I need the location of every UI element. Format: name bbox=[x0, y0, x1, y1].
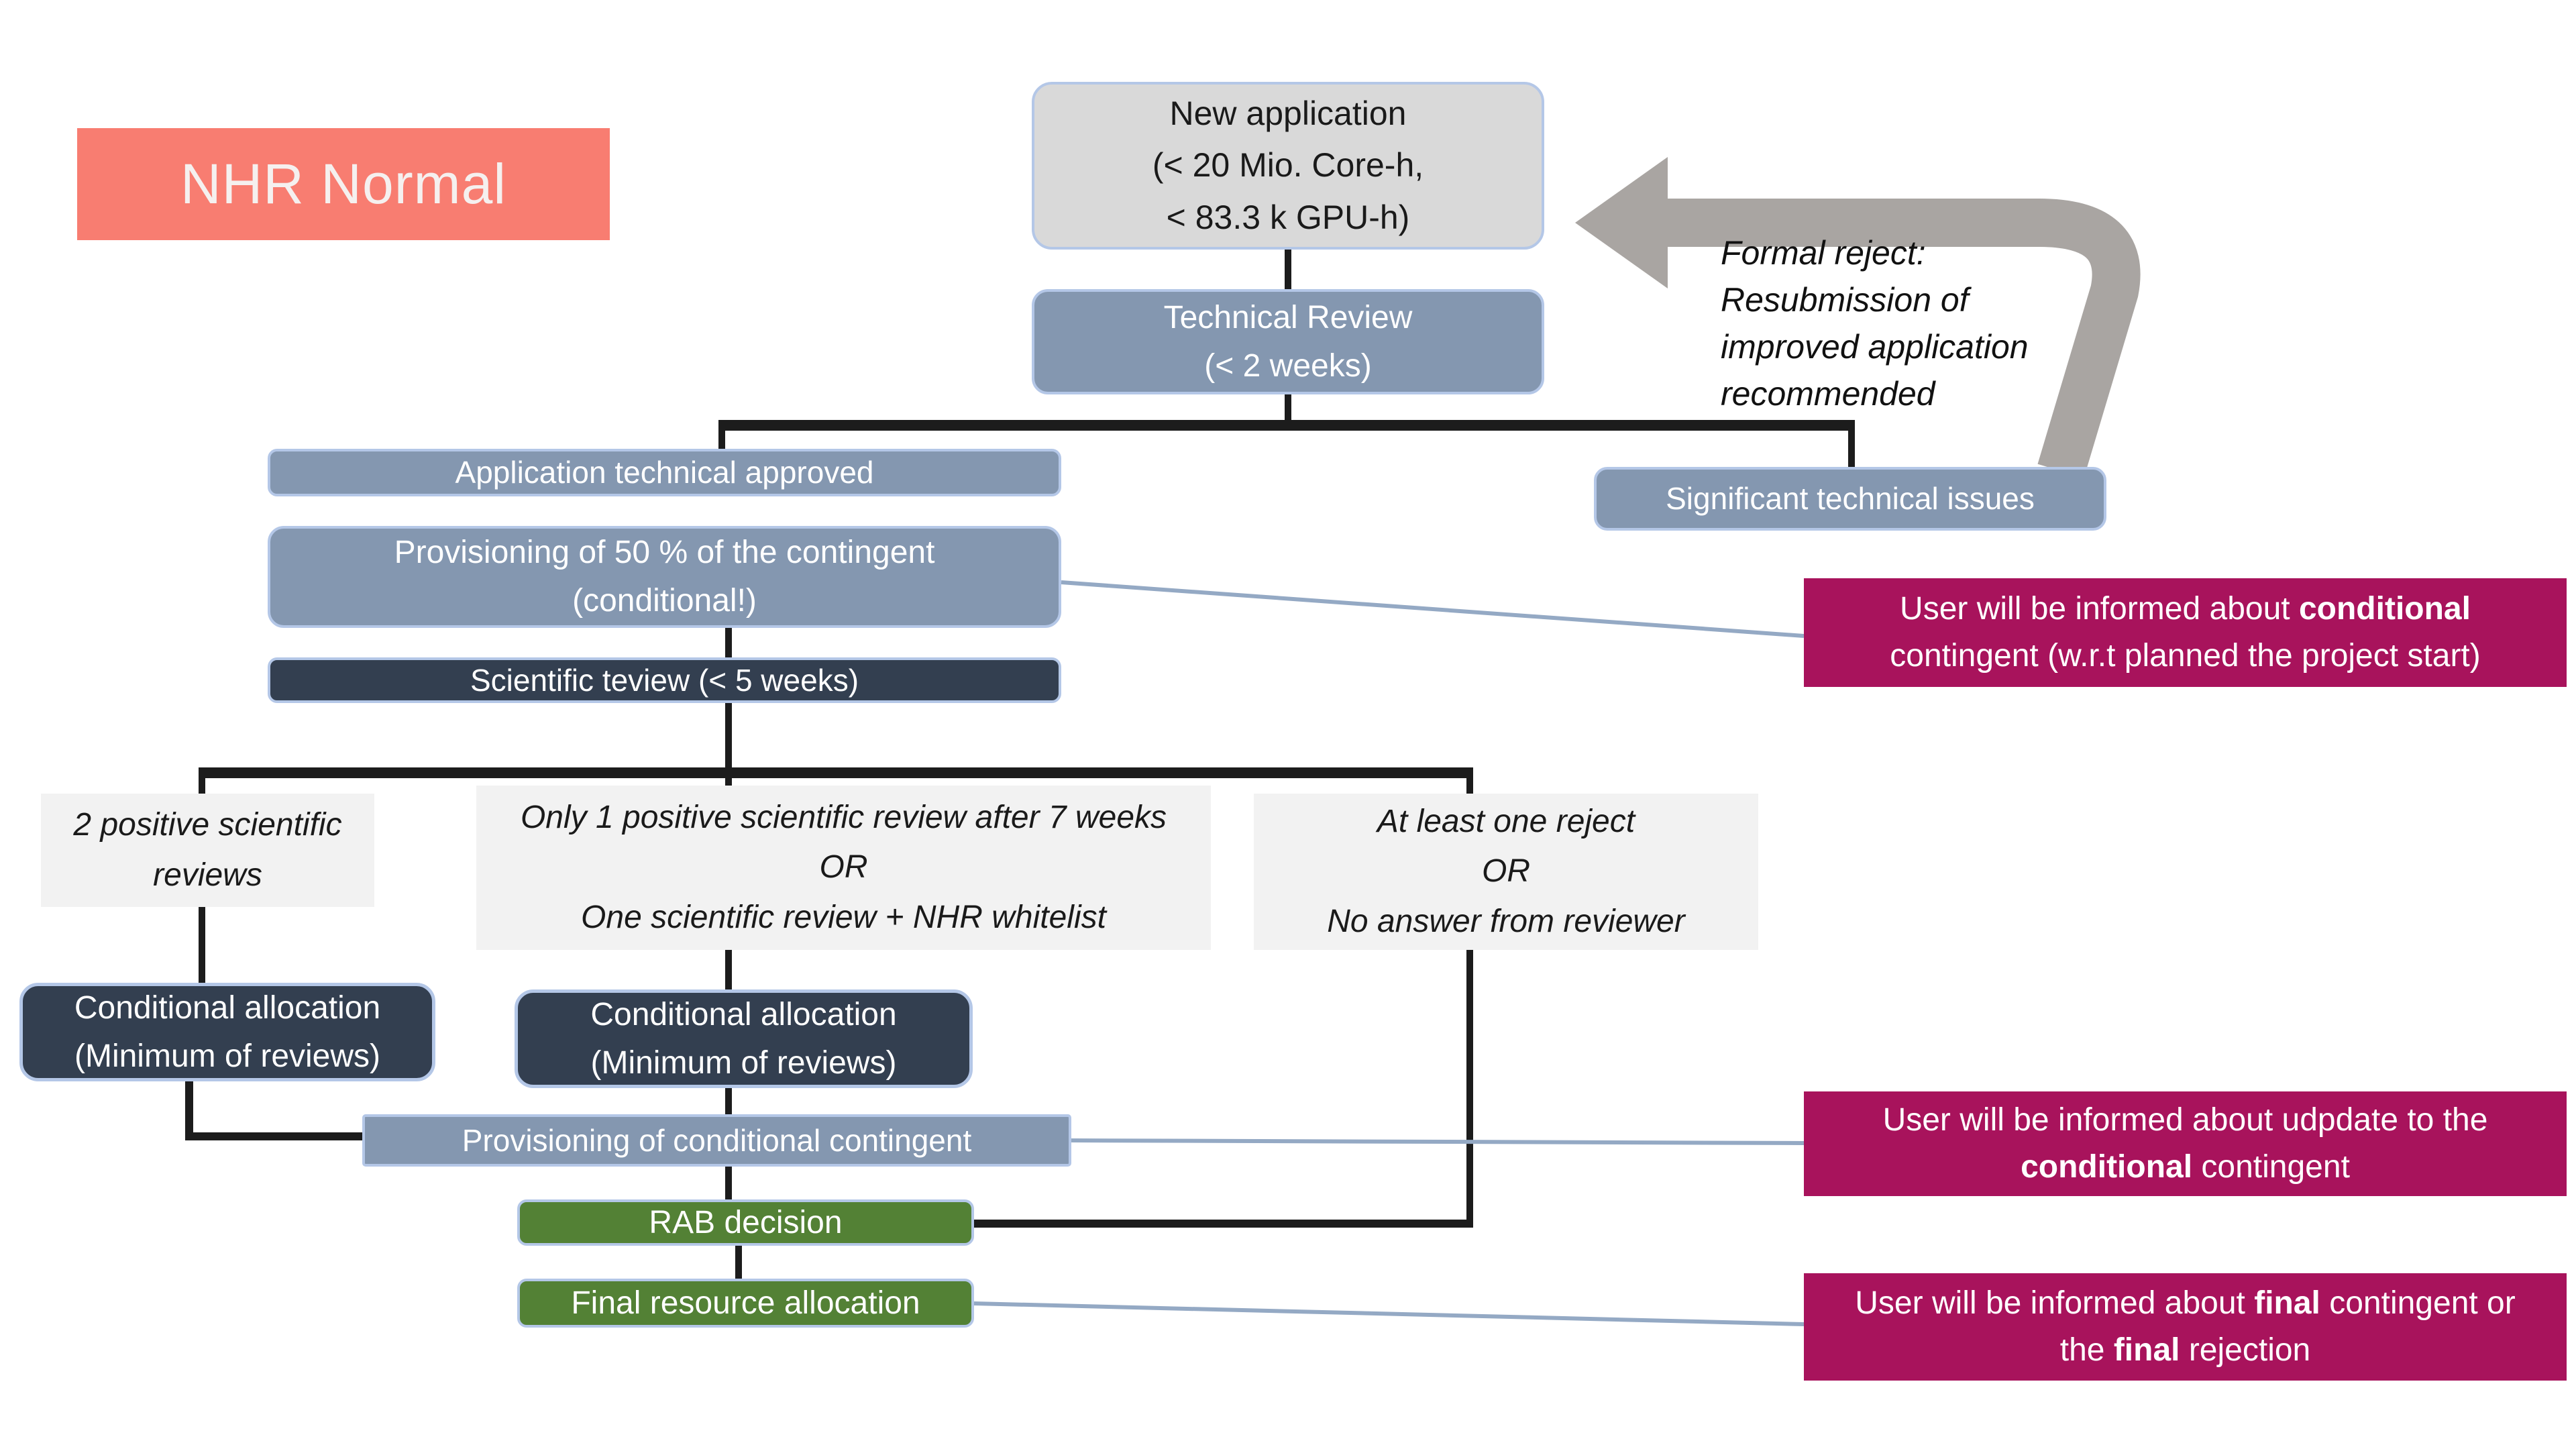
node-significant-technical-issues: Significant technical issues bbox=[1594, 467, 2106, 531]
info-final-contingent: User will be informed about final contin… bbox=[1804, 1273, 2567, 1381]
connector-condleft-to-allocleft bbox=[199, 907, 205, 985]
connector-allocleft-elbow-v bbox=[185, 1081, 193, 1140]
connector-scientific-down bbox=[725, 703, 732, 788]
connector-condright-to-rab bbox=[974, 1220, 1473, 1228]
connector-branch1 bbox=[718, 420, 1855, 431]
node-conditional-allocation-mid: Conditional allocation(Minimum of review… bbox=[515, 989, 973, 1088]
node-application-technical-approved: Application technical approved bbox=[268, 449, 1061, 496]
node-provisioning-conditional-contingent: Provisioning of conditional contingent bbox=[362, 1114, 1071, 1167]
connector-prov50-to-scientific bbox=[725, 628, 732, 660]
connector-provcond-to-rab bbox=[725, 1167, 732, 1201]
connector-newapp-to-techreview bbox=[1285, 250, 1291, 291]
connector-condright-down bbox=[1466, 950, 1473, 1228]
connector-drop-cond-left bbox=[199, 775, 205, 796]
formal-reject-return-arrowhead-icon bbox=[1575, 157, 1668, 288]
node-scientific-review: Scientific teview (< 5 weeks) bbox=[268, 657, 1061, 703]
slide-title: NHR Normal bbox=[77, 128, 610, 240]
node-rab-decision: RAB decision bbox=[517, 1199, 974, 1246]
info-update-conditional-contingent: User will be informed about udpdate to t… bbox=[1804, 1091, 2567, 1196]
connector-rab-to-final bbox=[735, 1246, 742, 1281]
connector-drop-approved bbox=[718, 427, 725, 451]
connector-branch2 bbox=[199, 767, 1473, 778]
connector-prov50-to-info1 bbox=[1061, 580, 1805, 638]
node-technical-review: Technical Review(< 2 weeks) bbox=[1032, 289, 1544, 394]
node-conditional-allocation-left: Conditional allocation(Minimum of review… bbox=[19, 983, 435, 1081]
connector-allocleft-elbow-h bbox=[185, 1132, 365, 1140]
connector-final-to-info3 bbox=[973, 1301, 1805, 1326]
node-final-resource-allocation: Final resource allocation bbox=[517, 1279, 974, 1328]
connector-allocmid-to-provcond bbox=[725, 1088, 732, 1116]
node-provisioning-50: Provisioning of 50 % of the contingent(c… bbox=[268, 526, 1061, 628]
connector-drop-cond-right bbox=[1466, 775, 1473, 796]
connector-drop-significant bbox=[1848, 427, 1855, 470]
connector-techreview-down bbox=[1285, 394, 1291, 424]
node-new-application: New application(< 20 Mio. Core-h,< 83.3 … bbox=[1032, 82, 1544, 250]
connector-condmid-to-allocmid bbox=[725, 950, 732, 991]
connector-provcond-to-info2 bbox=[1071, 1138, 1805, 1145]
formal-reject-return-arrow-icon bbox=[1666, 199, 2141, 478]
condition-one-positive-review: Only 1 positive scientific review after … bbox=[476, 786, 1211, 950]
